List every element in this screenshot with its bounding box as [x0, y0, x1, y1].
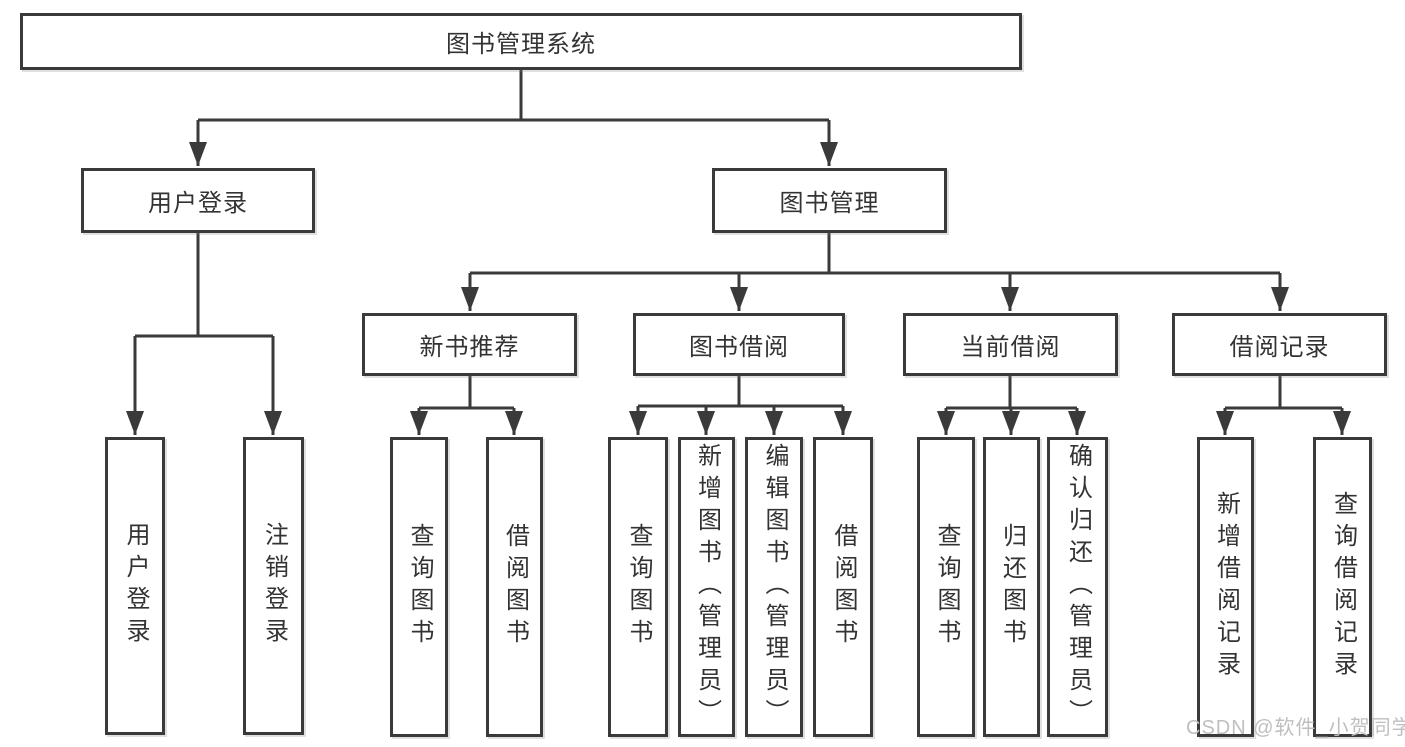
node-user-login: 用户登录: [81, 168, 315, 233]
leaf-query-books-2: 查询图书: [608, 437, 668, 737]
node-book-borrow: 图书借阅: [633, 313, 845, 376]
leaf-confirm-return-admin: 确认归还（管理员）: [1047, 437, 1108, 737]
leaf-return-book: 归还图书: [983, 437, 1040, 737]
leaf-borrow-books-2: 借阅图书: [813, 437, 873, 737]
node-borrow-records: 借阅记录: [1172, 313, 1387, 376]
leaf-query-books-3-label: 查询图书: [933, 523, 960, 651]
node-user-login-label: 用户登录: [148, 190, 248, 217]
leaf-query-books-3: 查询图书: [917, 437, 975, 737]
leaf-query-books-2-label: 查询图书: [625, 523, 652, 651]
leaf-add-borrow-record-label: 新增借阅记录: [1212, 491, 1240, 683]
watermark: CSDN @软件_小贺同学: [1186, 717, 1405, 739]
leaf-borrow-books-2-label: 借阅图书: [830, 523, 857, 651]
node-root: 图书管理系统: [20, 13, 1022, 70]
leaf-borrow-books-1: 借阅图书: [486, 437, 543, 737]
leaf-query-books-1: 查询图书: [390, 437, 448, 737]
node-borrow-records-label: 借阅记录: [1229, 334, 1330, 361]
node-root-label: 图书管理系统: [446, 31, 596, 58]
leaf-borrow-books-1-label: 借阅图书: [501, 523, 529, 651]
node-book-mgmt: 图书管理: [712, 168, 947, 233]
leaf-edit-book-admin-label: 编辑图书（管理员）: [761, 443, 788, 731]
leaf-logout: 注销登录: [243, 437, 304, 735]
leaf-user-login-label: 用户登录: [122, 522, 149, 650]
node-book-mgmt-label: 图书管理: [779, 190, 880, 217]
node-new-book-rec: 新书推荐: [362, 313, 577, 376]
leaf-logout-label: 注销登录: [260, 522, 288, 650]
leaf-user-login: 用户登录: [105, 437, 165, 735]
leaf-confirm-return-admin-label: 确认归还（管理员）: [1064, 443, 1092, 731]
node-current-borrow: 当前借阅: [903, 313, 1118, 376]
leaf-query-borrow-record-label: 查询借阅记录: [1329, 491, 1357, 683]
leaf-add-book-admin-label: 新增图书（管理员）: [693, 443, 721, 731]
leaf-return-book-label: 归还图书: [998, 523, 1026, 651]
leaf-add-borrow-record: 新增借阅记录: [1197, 437, 1254, 737]
leaf-add-book-admin: 新增图书（管理员）: [678, 437, 735, 737]
leaf-edit-book-admin: 编辑图书（管理员）: [745, 437, 803, 737]
node-current-borrow-label: 当前借阅: [960, 334, 1061, 361]
leaf-query-borrow-record: 查询借阅记录: [1313, 437, 1372, 737]
node-new-book-rec-label: 新书推荐: [419, 334, 520, 361]
node-book-borrow-label: 图书借阅: [689, 334, 789, 361]
leaf-query-books-1-label: 查询图书: [406, 523, 433, 651]
